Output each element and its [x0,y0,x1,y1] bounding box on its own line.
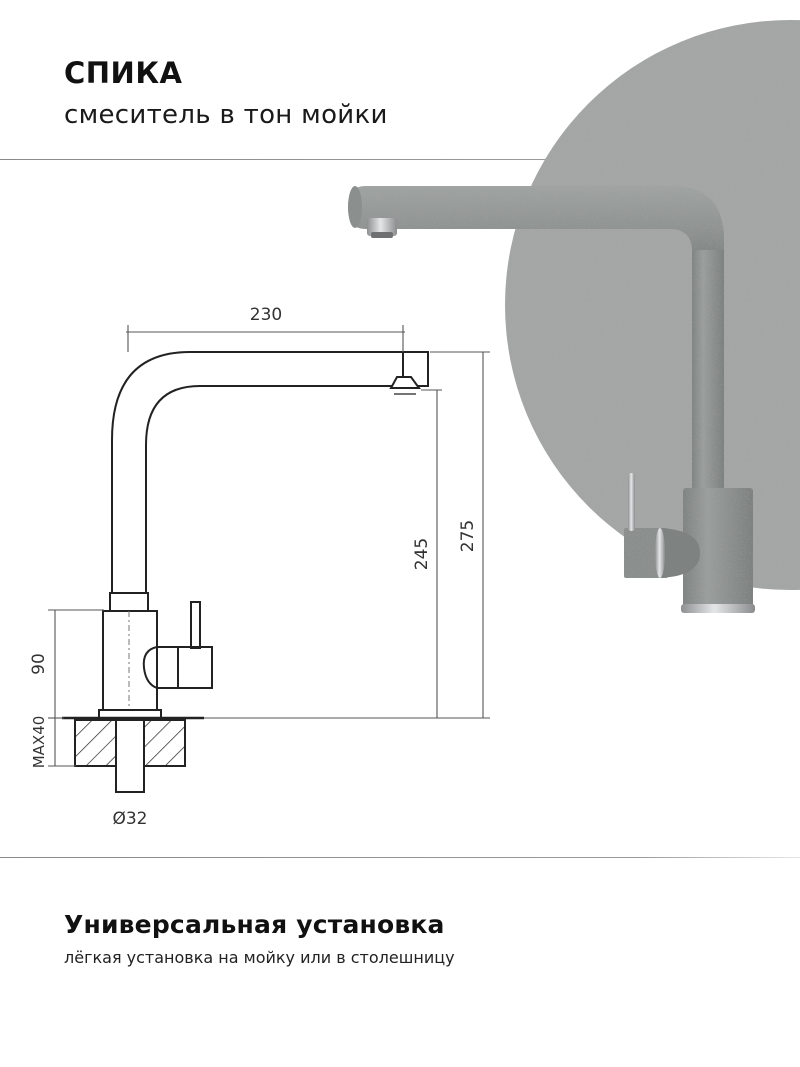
technical-drawing [62,351,429,793]
dim-label-total-height: 275 [458,520,478,552]
dim-label-base-height: 90 [29,653,49,675]
feature-title: Универсальная установка [64,910,445,939]
faucet-image [348,186,755,613]
dim-label-max-countertop: MAX40 [30,716,48,769]
product-title: СПИКА [64,56,183,90]
product-subtitle: смеситель в тон мойки [64,100,388,130]
dimension-lines [48,325,490,767]
stone-color-disc [505,20,800,590]
dim-label-reach: 230 [250,305,282,325]
bottom-divider [0,857,800,858]
feature-description: лёгкая установка на мойку или в столешни… [64,948,455,967]
top-divider [0,159,800,160]
dim-label-mount-diameter: Ø32 [112,809,147,829]
dim-label-outlet-height: 245 [412,538,432,570]
